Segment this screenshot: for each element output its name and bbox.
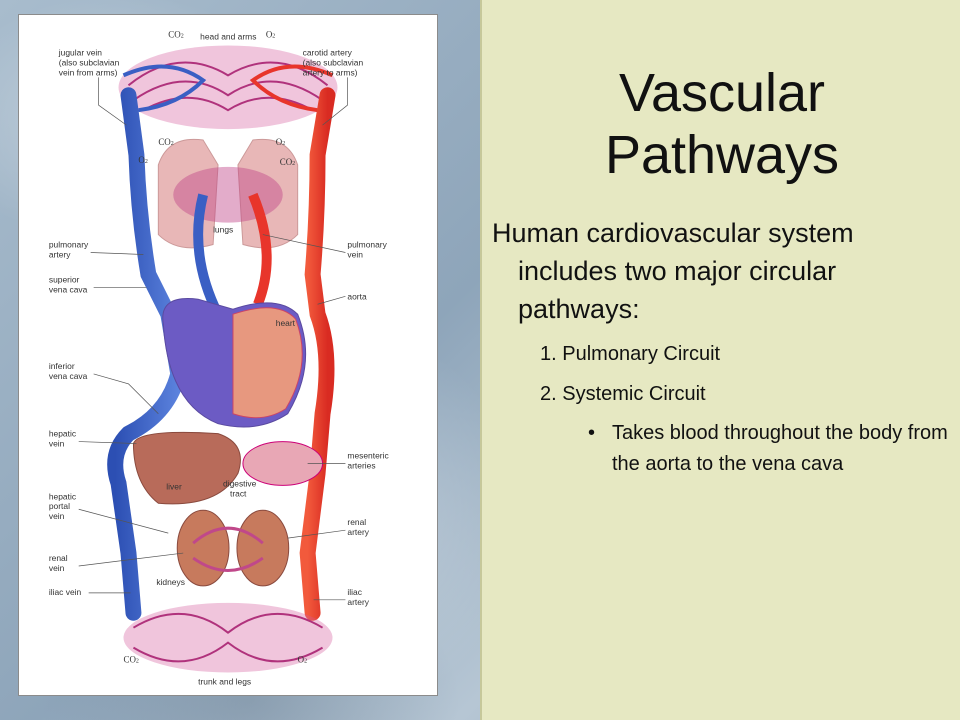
co2-bottom-label: CO2 [124,655,139,665]
jugular-vein-label-2: (also subclavian [59,57,120,67]
title-line-2: Pathways [604,125,840,185]
pulmonary-vein-label: pulmonary [347,240,387,250]
hepatic-portal-vein-label-2: portal [49,501,70,511]
circuit-item-pulmonary: 1. Pulmonary Circuit [492,334,952,374]
pulmonary-vein-path [248,192,272,307]
pulmonary-artery-path [193,193,223,317]
hepatic-portal-vein-label: hepatic [49,491,76,501]
jugular-vein-label-3: vein from arms) [59,67,118,77]
digestive-tract-label: digestive [223,478,257,488]
co2-top-label: CO2 [168,30,183,40]
pulmonary-artery-label: pulmonary [49,240,89,250]
renal-artery-label: renal [347,517,366,527]
list-number: 2. [540,383,557,405]
liver-shape [132,431,241,505]
mesenteric-arteries-label-2: arteries [347,460,375,470]
o2-lung-right-label: O2 [276,137,285,147]
jugular-vein-label: jugular vein [58,47,102,57]
left-kidney [176,509,230,587]
liver-label: liver [166,481,182,491]
hepatic-vein-label-2: vein [49,439,65,449]
title-line-1: Vascular [618,63,826,123]
iliac-artery-label-2: artery [347,597,369,607]
o2-lung-left-label: O2 [138,155,147,165]
list-text: Systemic Circuit [562,383,706,405]
co2-lung-label: CO2 [158,137,173,147]
renal-vein-label-2: vein [49,563,65,573]
pulmonary-artery-label-2: artery [49,249,71,259]
trunk-legs-label: trunk and legs [198,676,251,686]
inferior-vena-cava-label-2: vena cava [49,371,88,381]
leader-lines [78,77,348,601]
hepatic-portal-vein-label-3: vein [49,511,65,521]
right-kidney [236,509,290,587]
systemic-subitem: • Takes blood throughout the body from th… [492,418,952,480]
kidney-capillaries [192,526,264,572]
carotid-artery-label: carotid artery [303,47,353,57]
head-artery-mesh [249,64,334,113]
circulatory-diagram: CO2 head and arms O2 jugular vein (also … [18,14,438,696]
subitem-text: Takes blood throughout the body from the… [612,422,948,475]
digestive-tract-label-2: tract [230,488,247,498]
pulmonary-vein-label-2: vein [347,249,363,259]
o2-bottom-label: O2 [298,655,307,665]
co2-lung-right-label: CO2 [280,157,295,167]
carotid-artery-label-2: (also subclavian [303,57,364,67]
list-text: Pulmonary Circuit [562,343,721,365]
list-number: 1. [540,343,557,365]
intro-paragraph: Human cardiovascular system includes two… [492,218,854,324]
right-lung [237,138,299,249]
circulatory-diagram-svg: CO2 head and arms O2 jugular vein (also … [49,30,389,687]
mesenteric-arteries-label: mesenteric [347,451,388,461]
superior-vena-cava-label: superior [49,274,80,284]
trunk-capillary-mesh [132,612,324,663]
slide-body: Human cardiovascular system includes two… [492,214,952,480]
renal-vein-label: renal [49,553,68,563]
lung-capillary-bed [173,166,283,223]
heart-left-chamber [232,307,303,419]
main-artery-path [299,87,336,621]
text-panel: Vascular Pathways Human cardiovascular s… [480,0,960,720]
inferior-vena-cava-label: inferior [49,361,75,371]
systemic-sublist: • Takes blood throughout the body from th… [492,418,952,480]
circuit-item-systemic: 2. Systemic Circuit [492,374,952,414]
bullet-icon: • [588,422,596,444]
circuit-list: 1. Pulmonary Circuit 2. Systemic Circuit [492,334,952,414]
head-vein-mesh [122,64,207,113]
carotid-artery-label-3: artery to arms) [303,67,358,77]
lungs-label: lungs [213,225,233,235]
heart-label: heart [276,318,296,328]
kidneys-label: kidneys [156,577,185,587]
iliac-artery-label: iliac [347,587,362,597]
trunk-capillary-bed [123,602,333,673]
aorta-label: aorta [347,291,367,301]
o2-top-label: O2 [266,30,275,40]
head-arms-label: head and arms [200,32,256,42]
renal-artery-label-2: artery [347,527,369,537]
main-vein-path [107,87,187,621]
superior-vena-cava-label-2: vena cava [49,284,88,294]
hepatic-vein-label: hepatic [49,429,76,439]
iliac-vein-label: iliac vein [49,587,82,597]
slide-title: Vascular Pathways [482,62,960,186]
